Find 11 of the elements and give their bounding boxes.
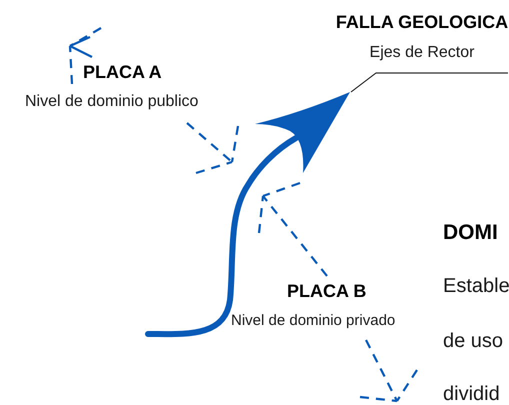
body-text: dividid	[443, 383, 500, 405]
plate-description: Nivel de dominio publico	[25, 93, 198, 111]
subheading: Ejes de Rector	[370, 44, 474, 62]
plate-label: PLACA B	[287, 282, 366, 302]
heading: FALLA GEOLOGICA	[336, 13, 508, 33]
leader-line	[350, 72, 508, 92]
plate-description: Nivel de dominio privado	[231, 313, 396, 330]
body-text: de uso	[443, 330, 504, 352]
plate-label: PLACA A	[83, 63, 162, 83]
section-heading: DOMI	[443, 221, 498, 244]
body-text: Estable	[443, 275, 509, 297]
